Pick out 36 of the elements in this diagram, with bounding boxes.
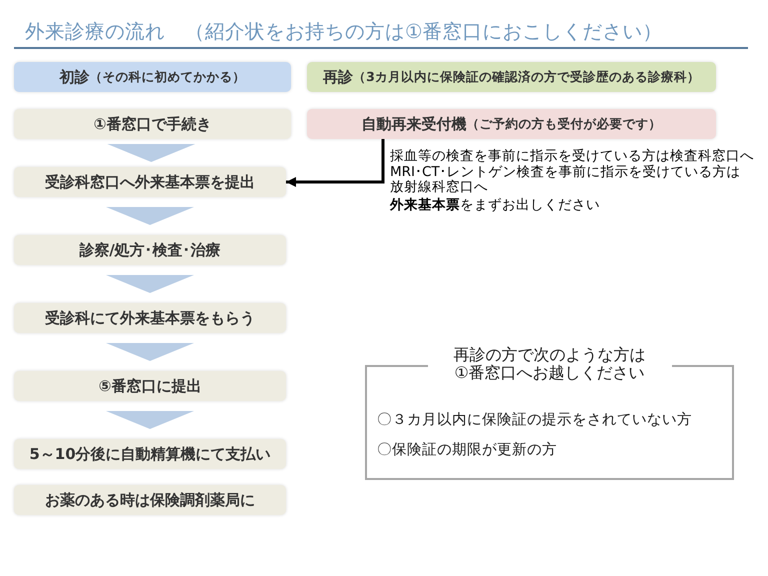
step-note: （3カ月以内に保険証の確認済の方で受診歴のある診療科） (353, 68, 700, 86)
chevron-arrow (106, 207, 194, 225)
chevron-arrow (106, 411, 194, 429)
chevron-arrow (106, 343, 194, 361)
step-box (14, 109, 291, 139)
category-box (307, 62, 716, 92)
notice-item: 〇保険証の期限が更新の方 (377, 441, 558, 459)
step-text: ⑤番窓口に提出 (98, 376, 202, 396)
note-text: 採血等の検査を事前に指示を受けている方は検査科窓口へ (390, 149, 754, 164)
chevron-arrow (106, 275, 194, 293)
step-text: 受診科窓口へ外来基本票を提出 (45, 172, 255, 192)
step-text: ①番窓口で手続き (94, 114, 212, 134)
notice-item: 〇３カ月以内に保険証の提示をされていない方 (377, 411, 692, 429)
step-text: 自動再来受付機 (362, 114, 466, 134)
note-text: MRI･CT･レントゲン検査を事前に指示を受けている方は放射線科窓口へ (390, 164, 742, 196)
step-box (14, 303, 286, 333)
step-note: （ご予約の方も受付が必要です） (466, 115, 662, 133)
step-text: 初診 (60, 67, 90, 87)
step-box (14, 235, 286, 265)
category-box (14, 62, 291, 92)
note-text: 外来基本票をまずお出しください (390, 198, 601, 213)
step-note: （その科に初めてかかる） (90, 68, 246, 86)
diagram-title: 外来診療の流れ （紹介状をお持ちの方は①番窓口におこしください） (14, 17, 748, 49)
step-box (307, 109, 716, 139)
step-text: 5～10分後に自動精算機にて支払い (29, 444, 271, 464)
step-box (14, 439, 286, 469)
chevron-arrow (107, 144, 196, 162)
step-text: お薬のある時は保険調剤薬局に (45, 490, 255, 510)
step-box (14, 167, 286, 197)
step-text: 受診科にて外来基本票をもらう (45, 308, 255, 328)
step-text: 再診 (323, 67, 354, 87)
step-box (14, 371, 286, 401)
step-box (14, 485, 286, 515)
notice-heading: 再診の方で次のような方は①番窓口へお越しください (428, 346, 672, 382)
step-text: 診察/処方･検査･治療 (79, 240, 221, 260)
connector-arrow (286, 139, 384, 187)
